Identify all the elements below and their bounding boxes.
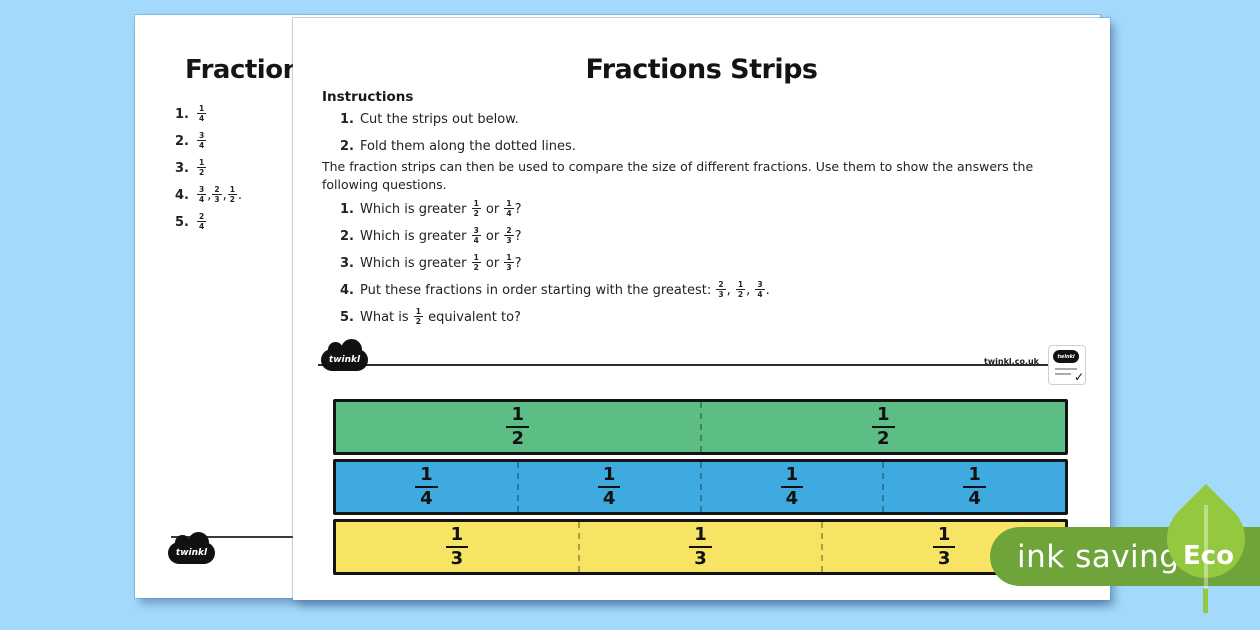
twinkl-logo: twinkl — [168, 532, 215, 564]
question-item-number: 4. — [340, 283, 354, 298]
answer-item-number: 5. — [175, 215, 189, 230]
intro-paragraph: The fraction strips can then be used to … — [322, 159, 1034, 193]
instruction-item-number: 2. — [340, 139, 354, 154]
page-title: Fractions Strips — [585, 54, 818, 85]
instruction-item: 1.Cut the strips out below. — [340, 112, 519, 127]
footer-divider-line — [318, 364, 1085, 366]
twinkl-badge-logo: twinkl — [1053, 350, 1079, 363]
answer-item-number: 2. — [175, 134, 189, 149]
question-item-number: 5. — [340, 310, 354, 325]
badge-text-line — [1055, 373, 1071, 375]
ink-saving-label: ink saving — [1017, 538, 1180, 575]
twinkl-logo: twinkl — [321, 339, 368, 371]
eco-label: Eco — [1183, 541, 1235, 571]
instruction-item-number: 1. — [340, 112, 354, 127]
answer-item-number: 3. — [175, 161, 189, 176]
answer-item-number: 1. — [175, 107, 189, 122]
question-item-number: 3. — [340, 256, 354, 271]
question-item: 4.Put these fractions in order starting … — [340, 279, 770, 299]
eco-leaf-stem — [1203, 588, 1208, 613]
question-item-number: 1. — [340, 202, 354, 217]
instructions-list: 1.Cut the strips out below. 2.Fold them a… — [340, 106, 576, 160]
question-item-number: 2. — [340, 229, 354, 244]
badge-text-line — [1055, 368, 1077, 370]
twinkl-url-text: twinkl.co.uk — [983, 357, 1039, 366]
instruction-item: 2.Fold them along the dotted lines. — [340, 139, 576, 154]
twinkl-quality-badge: twinkl ✓ — [1048, 345, 1086, 385]
twinkl-logo-text: twinkl — [175, 548, 208, 558]
worksheet-page: Fractions Strips Instructions 1.Cut the … — [293, 18, 1110, 600]
answer-item-number: 4. — [175, 188, 189, 203]
twinkl-logo-text: twinkl — [328, 355, 361, 365]
eco-leaf-rib — [1204, 505, 1208, 589]
checkmark-icon: ✓ — [1073, 370, 1084, 384]
instructions-heading: Instructions — [322, 89, 414, 105]
